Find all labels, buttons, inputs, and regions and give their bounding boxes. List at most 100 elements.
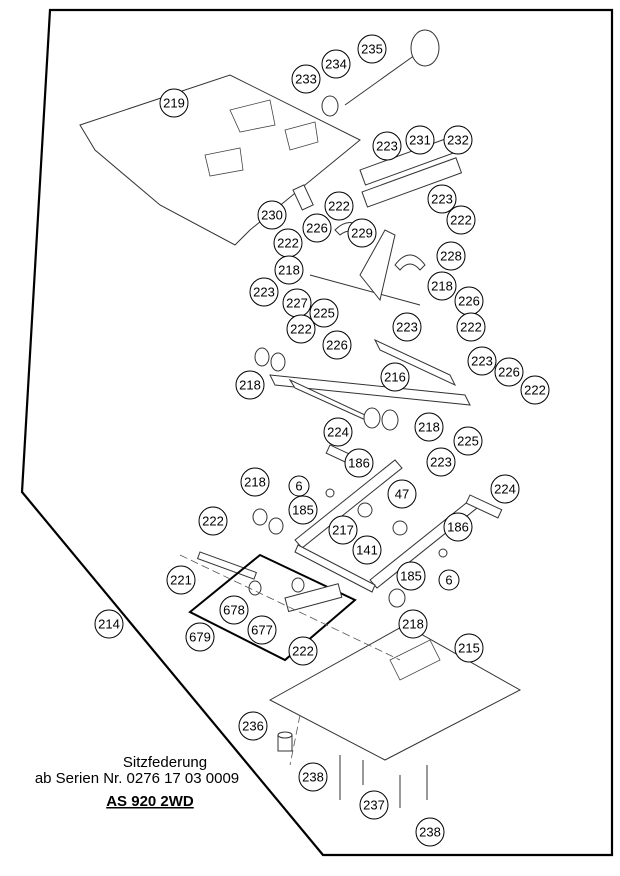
callout-224: 224 bbox=[323, 417, 353, 447]
caption-block: Sitzfederung ab Serien Nr. 0276 17 03 00… bbox=[35, 754, 239, 810]
callout-number: 222 bbox=[202, 514, 224, 529]
callout-circle bbox=[185, 622, 215, 652]
callout-number: 219 bbox=[163, 96, 185, 111]
callout-678: 678 bbox=[219, 595, 249, 625]
callout-circle bbox=[288, 495, 318, 525]
callout-225: 225 bbox=[309, 298, 339, 328]
callout-number: 238 bbox=[302, 770, 324, 785]
callout-circle bbox=[94, 609, 124, 639]
callout-225: 225 bbox=[453, 426, 483, 456]
callout-number: 226 bbox=[498, 365, 520, 380]
callout-222: 222 bbox=[273, 228, 303, 258]
callout-circle bbox=[415, 817, 445, 847]
callout-circle bbox=[427, 271, 457, 301]
callout-number: 223 bbox=[430, 455, 452, 470]
callout-222: 222 bbox=[198, 506, 228, 536]
callout-number: 679 bbox=[189, 630, 211, 645]
callout-circle bbox=[247, 615, 277, 645]
callout-circle bbox=[467, 346, 497, 376]
callout-223: 223 bbox=[427, 184, 457, 214]
callout-circle bbox=[291, 64, 321, 94]
callout-number: 237 bbox=[363, 798, 385, 813]
callout-186: 186 bbox=[443, 512, 473, 542]
callout-circle bbox=[438, 569, 460, 591]
callout-circle bbox=[453, 426, 483, 456]
callout-circle bbox=[257, 200, 287, 230]
callout-237: 237 bbox=[359, 790, 389, 820]
callout-number: 678 bbox=[223, 603, 245, 618]
callout-223: 223 bbox=[372, 131, 402, 161]
top-frame-219 bbox=[79, 74, 361, 246]
callout-circle bbox=[436, 241, 466, 271]
callout-circle bbox=[372, 131, 402, 161]
callout-circle bbox=[328, 515, 358, 545]
callout-circle bbox=[322, 330, 352, 360]
callout-185: 185 bbox=[396, 561, 426, 591]
callout-number: 218 bbox=[244, 475, 266, 490]
callout-circle bbox=[405, 125, 435, 155]
callout-233: 233 bbox=[291, 64, 321, 94]
callout-circle bbox=[249, 277, 279, 307]
callout-circle bbox=[414, 412, 444, 442]
callout-number: 222 bbox=[328, 199, 350, 214]
callout-number: 226 bbox=[306, 221, 328, 236]
callout-number: 224 bbox=[327, 425, 349, 440]
callout-number: 222 bbox=[450, 213, 472, 228]
callout-185: 185 bbox=[288, 495, 318, 525]
callout-226: 226 bbox=[494, 357, 524, 387]
callout-circle bbox=[454, 633, 484, 663]
callout-number: 218 bbox=[278, 263, 300, 278]
callout-224: 224 bbox=[490, 474, 520, 504]
callout-218: 218 bbox=[240, 467, 270, 497]
part-drawings bbox=[79, 29, 522, 808]
callout-218: 218 bbox=[274, 255, 304, 285]
callout-number: 230 bbox=[261, 208, 283, 223]
callout-number: 677 bbox=[251, 623, 273, 638]
callout-6: 6 bbox=[288, 475, 310, 497]
callout-number: 231 bbox=[409, 133, 431, 148]
callout-circle bbox=[286, 314, 316, 344]
callout-circle bbox=[159, 88, 189, 118]
callout-number: 222 bbox=[277, 236, 299, 251]
callout-circle bbox=[426, 447, 456, 477]
callout-number: 186 bbox=[348, 456, 370, 471]
callout-217: 217 bbox=[328, 515, 358, 545]
callout-number: 218 bbox=[431, 279, 453, 294]
callout-circle bbox=[324, 191, 354, 221]
callout-number: 228 bbox=[440, 249, 462, 264]
callout-226: 226 bbox=[302, 213, 332, 243]
callout-222: 222 bbox=[288, 636, 318, 666]
callout-number: 215 bbox=[458, 641, 480, 656]
callout-218: 218 bbox=[398, 609, 428, 639]
callout-circle bbox=[357, 34, 387, 64]
callout-229: 229 bbox=[347, 218, 377, 248]
caption-serial: ab Serien Nr. 0276 17 03 0009 bbox=[35, 770, 239, 787]
callout-circle bbox=[166, 565, 196, 595]
callout-circle bbox=[520, 375, 550, 405]
callout-number: 223 bbox=[471, 354, 493, 369]
callout-circle bbox=[446, 205, 476, 235]
callout-number: 218 bbox=[418, 420, 440, 435]
callout-circle bbox=[235, 370, 265, 400]
callout-226: 226 bbox=[454, 286, 484, 316]
callout-number: 234 bbox=[325, 57, 347, 72]
callout-223: 223 bbox=[249, 277, 279, 307]
callout-677: 677 bbox=[247, 615, 277, 645]
callout-679: 679 bbox=[185, 622, 215, 652]
callout-circle bbox=[344, 448, 374, 478]
callout-circle bbox=[359, 790, 389, 820]
callout-circle bbox=[298, 762, 328, 792]
callout-218: 218 bbox=[414, 412, 444, 442]
callout-circle bbox=[380, 362, 410, 392]
callout-230: 230 bbox=[257, 200, 287, 230]
callout-215: 215 bbox=[454, 633, 484, 663]
callout-236: 236 bbox=[238, 711, 268, 741]
callout-number: 218 bbox=[402, 617, 424, 632]
callout-number: 223 bbox=[396, 320, 418, 335]
callout-circle bbox=[288, 636, 318, 666]
callout-circle bbox=[240, 467, 270, 497]
callout-223: 223 bbox=[467, 346, 497, 376]
callout-218: 218 bbox=[427, 271, 457, 301]
callout-234: 234 bbox=[321, 49, 351, 79]
